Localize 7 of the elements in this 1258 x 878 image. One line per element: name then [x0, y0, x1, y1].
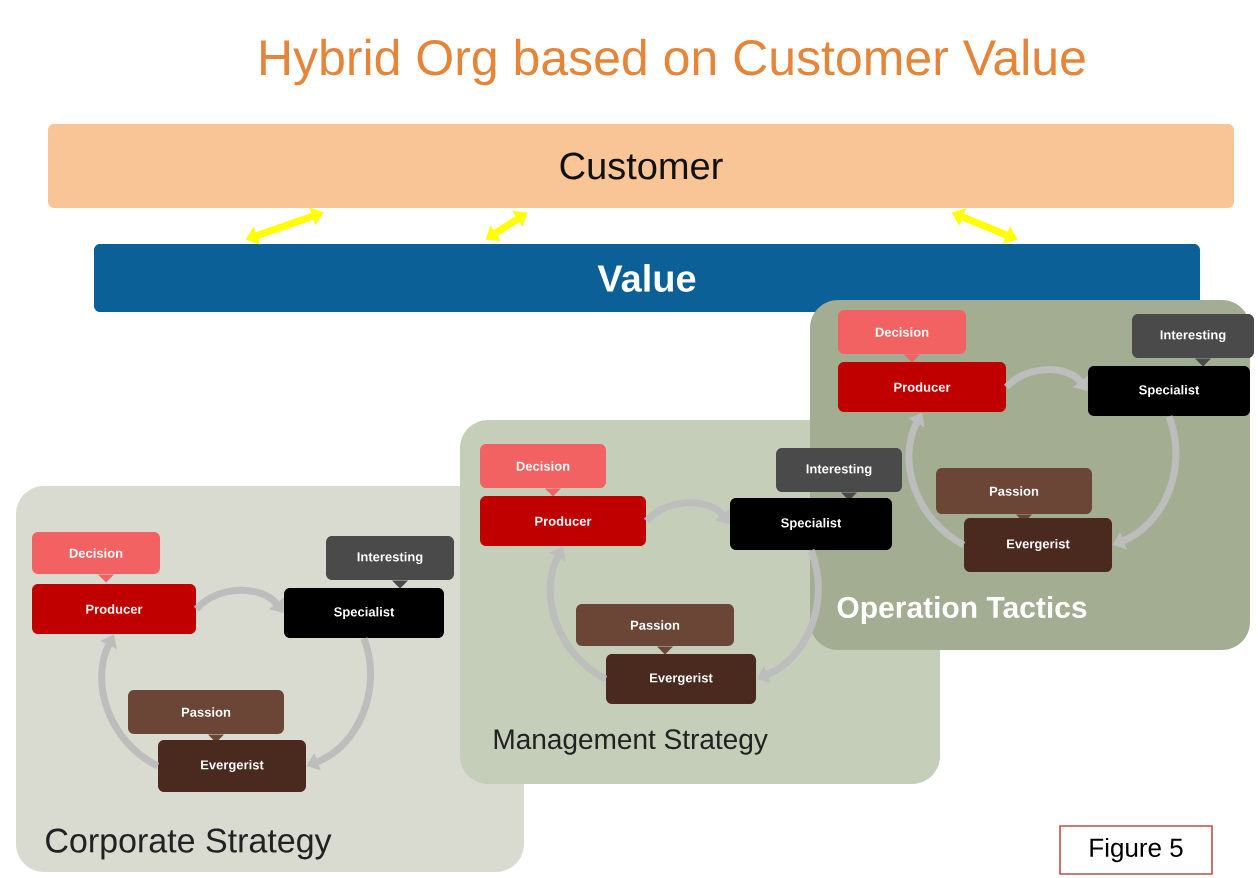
cycle-arrow — [194, 586, 284, 613]
figure-label: Figure 5 — [1059, 825, 1213, 875]
cycle-arrow — [644, 499, 730, 524]
value-bar: Value — [94, 244, 1200, 312]
title: Hybrid Org based on Customer Value — [261, 38, 1085, 86]
customer-bar: Customer — [48, 124, 1234, 208]
cycle-arrow — [1004, 366, 1088, 391]
